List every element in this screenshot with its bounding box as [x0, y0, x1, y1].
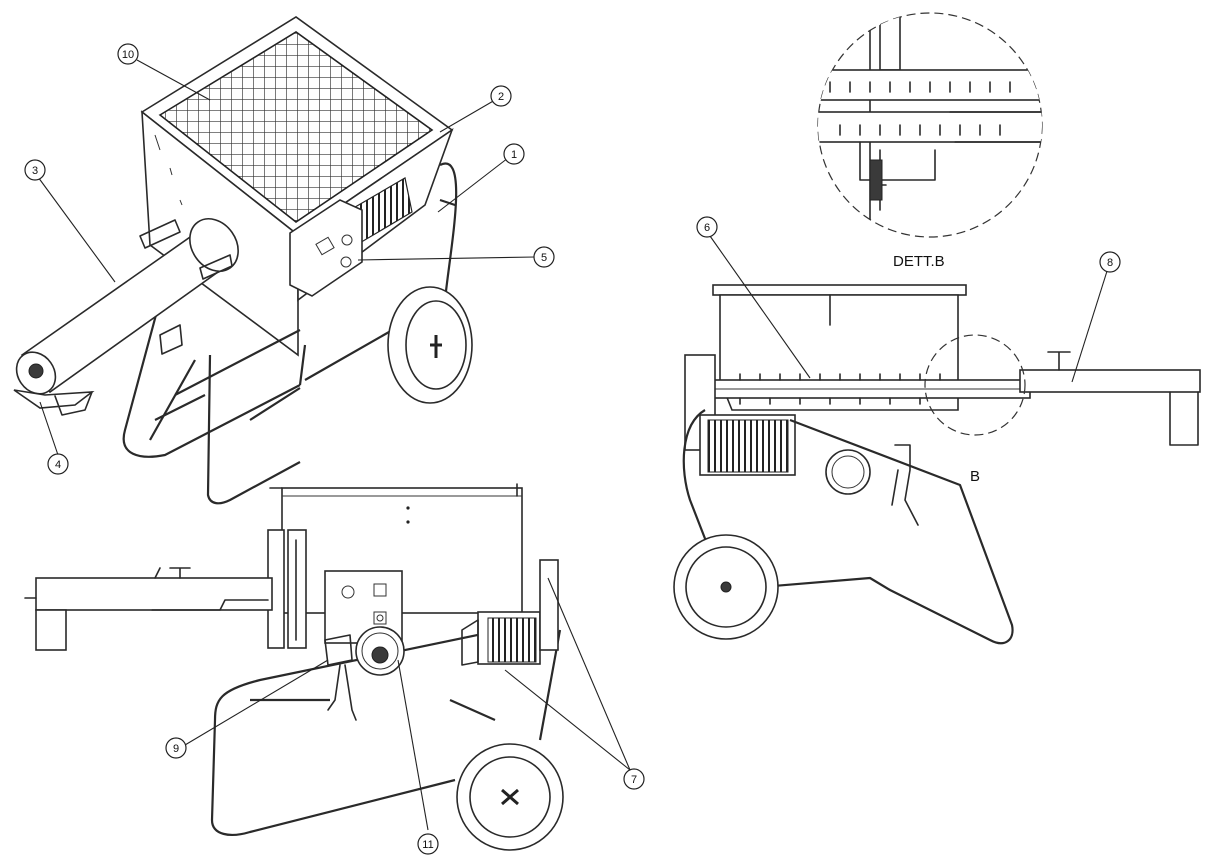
svg-text:7: 7	[631, 774, 637, 786]
leader-lines	[37, 59, 1109, 831]
svg-text:8: 8	[1107, 257, 1113, 269]
detail-b-title: DETT.B	[893, 253, 945, 270]
tube-foot	[13, 389, 95, 409]
section-letter-b: B	[970, 468, 980, 485]
part-balloon-11: 11	[417, 833, 439, 855]
control-box	[289, 199, 363, 297]
detail-b-view	[817, 12, 1043, 238]
svg-text:1: 1	[511, 149, 517, 161]
part-balloon-7: 7	[623, 768, 645, 790]
part-balloon-1: 1	[503, 143, 525, 165]
trolley-frame	[122, 162, 458, 458]
part-balloon-9: 9	[165, 737, 187, 759]
svg-text:5: 5	[541, 252, 547, 264]
svg-text:2: 2	[498, 91, 504, 103]
svg-text:10: 10	[122, 49, 134, 61]
svg-text:3: 3	[32, 165, 38, 177]
part-balloon-3: 3	[24, 159, 46, 181]
svg-text:9: 9	[173, 743, 179, 755]
side-feed-tube	[35, 577, 273, 611]
part-balloon-8: 8	[1099, 251, 1121, 273]
part-balloon-5: 5	[533, 246, 555, 268]
section-feed-tube	[1019, 369, 1201, 393]
side-frame	[210, 618, 562, 836]
hopper-grid	[158, 31, 434, 223]
side-view	[24, 483, 564, 851]
svg-text:4: 4	[55, 459, 61, 471]
part-balloon-2: 2	[490, 85, 512, 107]
svg-text:11: 11	[422, 839, 433, 851]
isometric-view	[13, 16, 473, 505]
part-balloon-6: 6	[696, 216, 718, 238]
part-balloon-4: 4	[47, 453, 69, 475]
svg-text:6: 6	[704, 222, 710, 234]
section-gauge	[825, 449, 871, 495]
section-view	[673, 284, 1201, 645]
part-balloon-10: 10	[117, 43, 139, 65]
section-frame	[682, 409, 1014, 645]
detail-b-marker	[924, 334, 1026, 436]
